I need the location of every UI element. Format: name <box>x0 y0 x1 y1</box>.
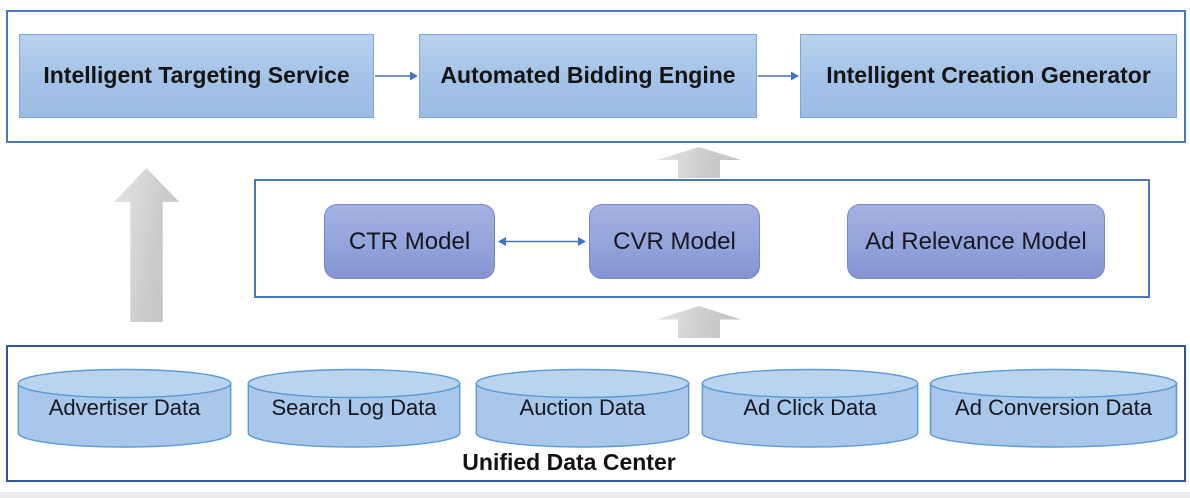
model-label: CTR Model <box>348 227 471 255</box>
service-box-intelligent-creation: Intelligent Creation Generator <box>800 34 1177 118</box>
arrow-right-icon <box>758 71 799 81</box>
database-label: Search Log Data <box>271 395 437 420</box>
model-box-cvr: CVR Model <box>589 204 760 279</box>
database-label: Auction Data <box>519 395 646 420</box>
database-label: Ad Click Data <box>743 395 877 420</box>
screenshot-bottom-edge <box>0 492 1190 498</box>
service-box-intelligent-targeting: Intelligent Targeting Service <box>19 34 374 118</box>
database-cylinder-icon <box>17 368 232 448</box>
up-arrow-icon <box>657 147 741 178</box>
model-layer-container: CTR Model CVR Model Ad Relevance Model <box>254 179 1150 298</box>
service-layer-container: Intelligent Targeting Service Automated … <box>6 10 1186 143</box>
database-cylinder-ad-click-data: Ad Click Data <box>701 368 919 448</box>
up-arrow-icon <box>657 306 741 338</box>
database-cylinder-icon <box>475 368 690 448</box>
database-cylinder-advertiser-data: Advertiser Data <box>17 368 232 448</box>
double-arrow-icon <box>498 237 586 246</box>
up-arrow-large-icon <box>114 168 179 322</box>
model-box-ad-relevance: Ad Relevance Model <box>847 204 1105 279</box>
database-cylinder-icon <box>247 368 461 448</box>
database-cylinder-auction-data: Auction Data <box>475 368 690 448</box>
database-cylinder-icon <box>701 368 919 448</box>
model-label: Ad Relevance Model <box>865 227 1087 255</box>
model-label: CVR Model <box>613 227 736 255</box>
database-cylinder-ad-conversion-data: Ad Conversion Data <box>929 368 1178 448</box>
database-cylinder-search-log-data: Search Log Data <box>247 368 461 448</box>
service-box-automated-bidding: Automated Bidding Engine <box>419 34 757 118</box>
data-layer-container: Advertiser Data Search Log Data Auction … <box>6 345 1186 482</box>
database-label: Ad Conversion Data <box>955 395 1152 420</box>
model-box-ctr: CTR Model <box>324 204 495 279</box>
database-label: Advertiser Data <box>48 395 201 420</box>
service-label: Intelligent Creation Generator <box>826 62 1151 89</box>
data-layer-title: Unified Data Center <box>462 449 676 475</box>
service-label: Intelligent Targeting Service <box>43 62 350 89</box>
arrow-right-icon <box>375 71 418 81</box>
service-label: Automated Bidding Engine <box>440 62 736 89</box>
database-cylinder-icon <box>929 368 1178 448</box>
